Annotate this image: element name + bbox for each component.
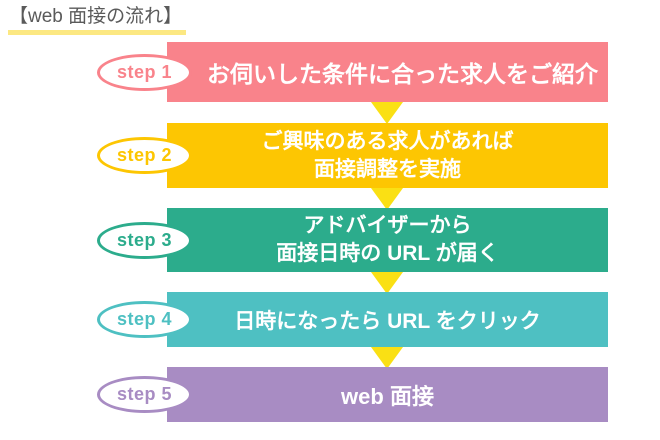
step-2-bar: ご興味のある求人があれば 面接調整を実施	[167, 123, 608, 188]
arrow-down-icon	[371, 347, 403, 369]
step-5-text-line1: web 面接	[341, 383, 434, 409]
step-4-badge: step 4	[97, 301, 192, 338]
step-2-text-line2: 面接調整を実施	[314, 157, 461, 181]
step-4-badge-label: step 4	[116, 309, 173, 329]
step-5-bar: web 面接	[167, 367, 608, 422]
step-4-bar: 日時になったら URL をクリック	[167, 292, 608, 347]
arrow-down-icon	[371, 188, 403, 210]
step-3-bar: アドバイザーから 面接日時の URL が届く	[167, 208, 608, 272]
step-3-badge: step 3	[97, 222, 192, 259]
step-3-text-line1: アドバイザーから	[303, 214, 472, 237]
step-3-text-line2: 面接日時の URL が届く	[276, 242, 499, 265]
step-3-badge-label: step 3	[116, 230, 173, 250]
step-2-text-line1: ご興味のある求人があれば	[261, 129, 514, 153]
arrow-down-icon	[371, 272, 403, 294]
step-5-badge-label: step 5	[116, 384, 173, 404]
page-title: 【web 面接の流れ】	[8, 4, 187, 35]
step-1-badge: step 1	[97, 54, 192, 91]
step-1-bar: お伺いした条件に合った求人をご紹介	[167, 42, 608, 102]
step-2-badge: step 2	[97, 137, 192, 174]
arrow-down-icon	[371, 102, 403, 124]
step-1-text-line1: お伺いした条件に合った求人をご紹介	[207, 61, 598, 87]
step-5-badge: step 5	[97, 376, 192, 413]
step-2-badge-label: step 2	[116, 145, 173, 165]
step-4-text-line1: 日時になったら URL をクリック	[234, 309, 541, 333]
step-1-badge-label: step 1	[116, 62, 173, 82]
